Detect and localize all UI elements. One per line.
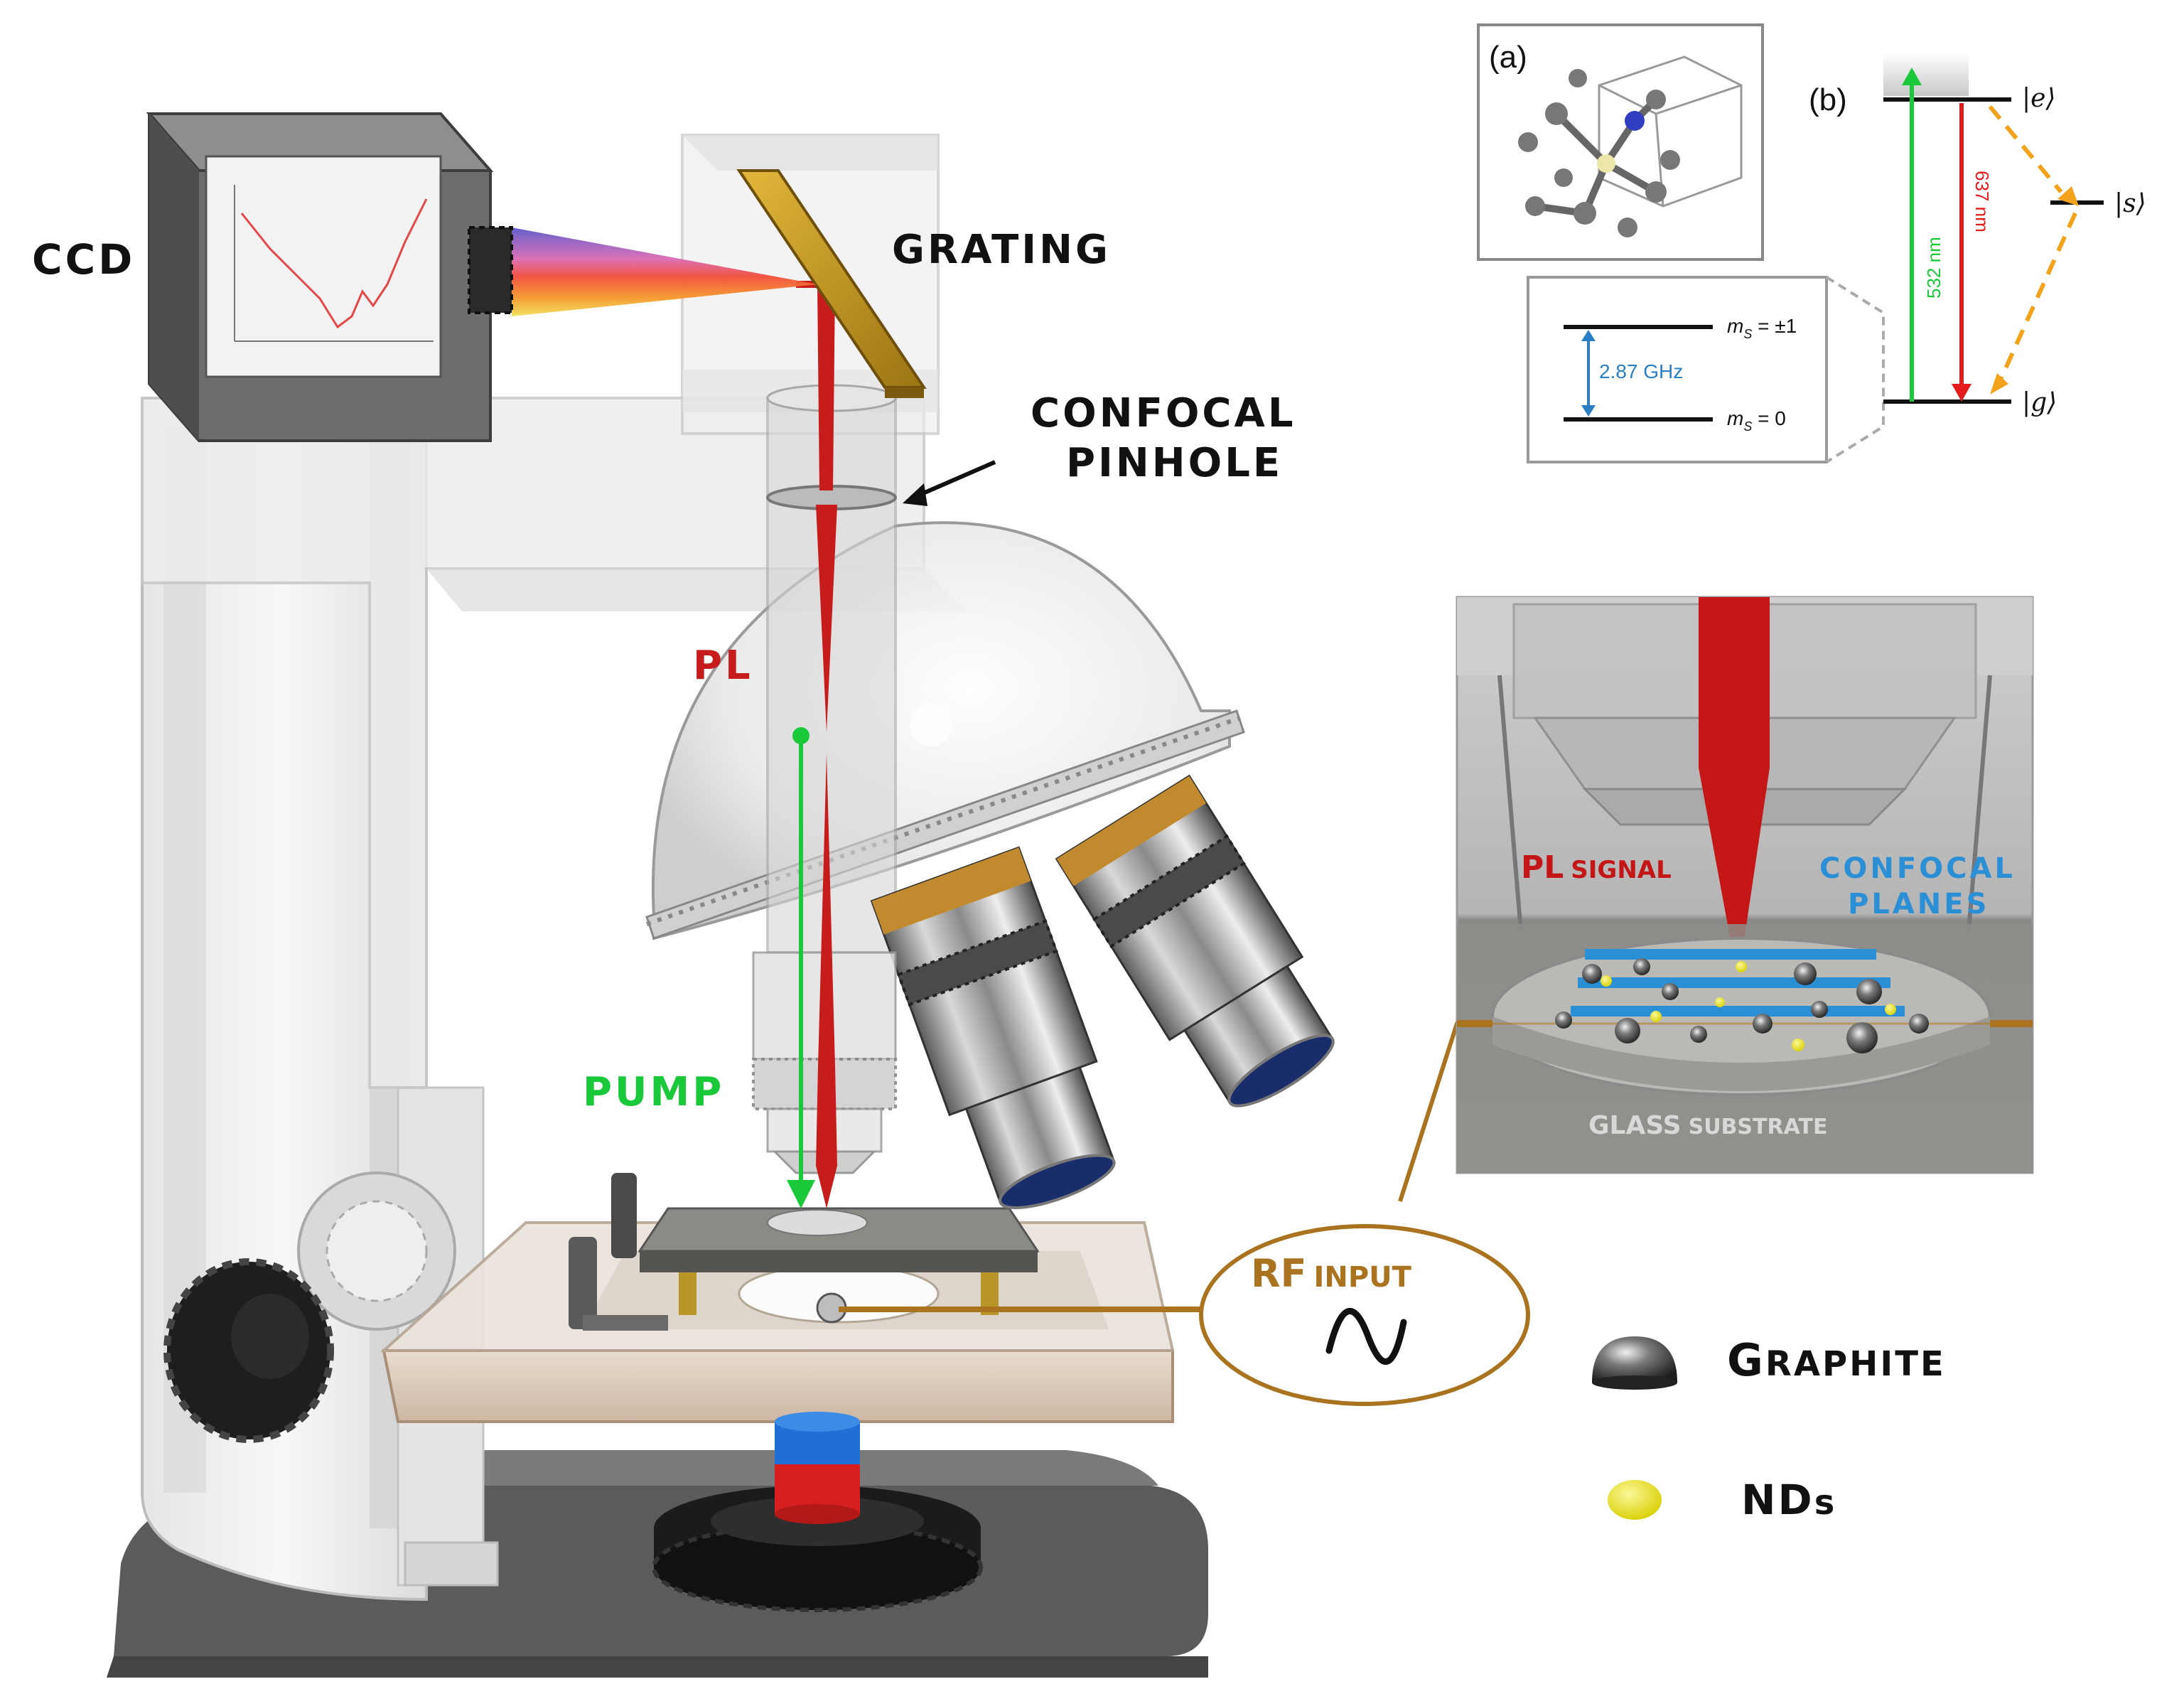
ms-plus-label: mS = ±1 [1727, 315, 1797, 341]
pl-label: PL [693, 643, 753, 689]
confocal-planes [1571, 949, 1905, 1016]
graphite-symbol [1592, 1336, 1677, 1383]
dispersed-spectrum [512, 227, 817, 316]
objective-side-2 [1055, 774, 1335, 1107]
ccd-camera [146, 112, 513, 442]
objective-side-1 [870, 846, 1116, 1210]
panel-a-tag: (a) [1489, 40, 1527, 75]
pump-beam [787, 727, 815, 1208]
excitation-wavelength-label: 532 nm [1923, 237, 1944, 299]
ccd-label: CCD [32, 235, 135, 284]
state-e-label: |e⟩ [2022, 84, 2055, 113]
emission-wavelength-label: 637 nm [1971, 171, 1993, 232]
panel-b-tag: (b) [1809, 82, 1847, 117]
splitting-label: 2.87 GHz [1599, 360, 1683, 382]
inset-nd-particles [1601, 961, 1896, 1051]
inset-graphite-particles [1555, 958, 1929, 1053]
legend [1592, 1336, 1677, 1520]
confocal-planes-label-line1: CONFOCAL [1819, 852, 2016, 885]
grating-label: GRATING [892, 227, 1111, 273]
confocal-planes-label-line2: PLANES [1848, 888, 1989, 921]
pinhole-arrow [903, 460, 996, 506]
legend-graphite-label: GRAPHITE [1727, 1334, 1946, 1386]
focus-knob [163, 1171, 456, 1443]
state-g-label: |g⟩ [2022, 388, 2057, 417]
panel-a [1477, 23, 1885, 463]
pump-label: PUMP [583, 1069, 724, 1115]
legend-nds-label: NDs [1741, 1476, 1836, 1524]
confocal-pinhole-label-line1: CONFOCAL [1031, 390, 1296, 436]
grating [736, 169, 927, 398]
sample-stage [380, 1173, 1175, 1423]
nd-symbol [1608, 1480, 1662, 1520]
sine-wave-icon [1325, 1308, 1407, 1365]
nv-crystal-structure [1518, 55, 1743, 237]
inset-pl-beam [1699, 597, 1770, 960]
ms-zero-label: mS = 0 [1727, 407, 1786, 434]
confocal-pinhole-label-line2: PINHOLE [1066, 440, 1283, 486]
magnet [652, 1412, 983, 1612]
sample-inset [1456, 596, 2034, 1174]
ccd-spectrum-plot [240, 198, 428, 329]
panel-b [1883, 53, 2104, 404]
state-s-label: |s⟩ [2114, 189, 2146, 218]
rf-input-bubble [1199, 1224, 1530, 1406]
